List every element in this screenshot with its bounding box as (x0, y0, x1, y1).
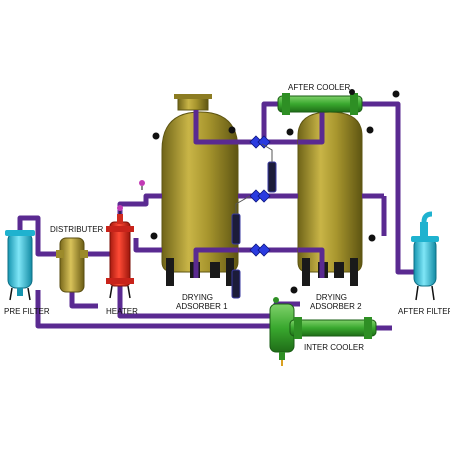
after-filter (411, 211, 439, 301)
pressure-gauge-icon (290, 286, 298, 294)
label-drying-adsorber-2-line2: ADSORBER 2 (310, 302, 362, 311)
pipe-heater-bottom (117, 286, 276, 319)
drying-adsorber-2 (297, 111, 363, 286)
pressure-gauge-icon (349, 89, 355, 95)
labels: PRE FILTER DISTRIBUTER HEATER DRYING ADS… (4, 83, 450, 352)
label-heater: HEATER (106, 307, 138, 316)
silencer-icon (267, 161, 277, 193)
valves (249, 135, 271, 257)
pressure-gauge-icon (368, 234, 376, 242)
heater-gauge-icon (117, 205, 123, 214)
drying-adsorber-1 (161, 94, 239, 286)
pipe-tank1-bottom-over (193, 247, 238, 278)
label-after-cooler: AFTER COOLER (288, 83, 350, 92)
pressure-gauge-icon (150, 232, 158, 240)
pressure-gauge-icon (366, 126, 374, 134)
label-drying-adsorber-1-line1: DRYING (182, 293, 213, 302)
pipe-tank2-bottom-over (298, 247, 325, 278)
pressure-gauge-icon (286, 128, 294, 136)
label-inter-cooler: INTER COOLER (304, 343, 364, 352)
after-cooler (277, 93, 363, 115)
pipe-lower-header (133, 238, 146, 253)
heater (106, 205, 134, 299)
label-after-filter: AFTER FILTER (398, 307, 450, 316)
gauges (150, 89, 400, 294)
temperature-gauge-icon (139, 180, 145, 186)
label-drying-adsorber-1-line2: ADSORBER 1 (176, 302, 228, 311)
valve-icon (257, 243, 271, 257)
valve-icon (257, 135, 271, 149)
pipe-after-cooler-out (360, 101, 414, 275)
inter-cooler-gauge-icon (273, 297, 279, 303)
pipe-prefilter-top (17, 215, 56, 257)
pre-filter (5, 230, 35, 301)
label-drying-adsorber-2-line1: DRYING (316, 293, 347, 302)
label-distributer: DISTRIBUTER (50, 225, 104, 234)
distributer (56, 237, 88, 293)
inter-cooler (269, 297, 377, 366)
pressure-gauge-icon (228, 126, 236, 134)
pipe-distributer-bottom (69, 290, 98, 309)
pipe-after-cooler-in (261, 101, 278, 142)
pressure-gauge-icon (152, 132, 160, 140)
pipe-tank1-top-over (193, 110, 238, 145)
silencer-icon (231, 269, 241, 299)
valve-icon (257, 189, 271, 203)
temperature-gauges (139, 180, 145, 190)
silencers (231, 143, 277, 299)
piping-front (146, 110, 384, 278)
pipe-tank2-top-over (298, 112, 325, 145)
pressure-gauge-icon (392, 90, 400, 98)
label-pre-filter: PRE FILTER (4, 307, 50, 316)
silencer-icon (231, 213, 241, 245)
pipe-bottom-loop (35, 290, 272, 329)
